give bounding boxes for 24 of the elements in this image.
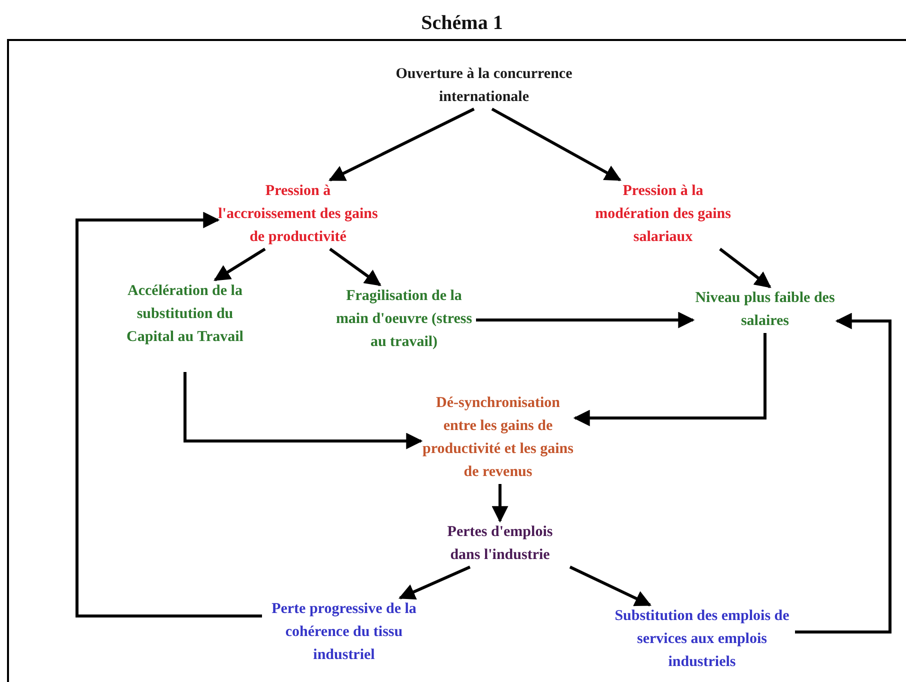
- arrow: [719, 248, 772, 288]
- flow-text: Ouverture à la concurrence internationale: [354, 63, 614, 109]
- flow-text: Niveau plus faible des salaires: [693, 287, 837, 333]
- arrow: [214, 248, 266, 282]
- flow-text: Perte progressive de la cohérence du tissu industriel: [262, 598, 426, 667]
- flow-text: Accélération de la substitution du Capital au Travail: [117, 280, 253, 372]
- flow-text: Substitution des emplois de services aux emplois industriels: [609, 605, 795, 674]
- arrow: [328, 108, 475, 182]
- arrow: [573, 333, 766, 426]
- flow-text: Pression à l'accroissement des gains de productivité: [218, 180, 378, 249]
- arrow: [398, 566, 471, 600]
- arrow: [329, 248, 382, 286]
- flow-text: Fragilisation de la main d'oeuvre (stress au travail): [332, 285, 476, 354]
- arrow: [492, 484, 508, 523]
- arrow: [491, 108, 622, 182]
- arrow: [76, 212, 262, 618]
- flow-text: Dé-synchronisation entre les gains de productivité et les gains de revenus: [421, 392, 575, 484]
- arrow: [184, 372, 423, 450]
- arrow: [476, 312, 695, 328]
- arrow: [569, 566, 652, 606]
- diagram-title: Schéma 1: [420, 12, 504, 35]
- flow-text: Pertes d'emplois dans l'industrie: [434, 521, 566, 567]
- arrow: [795, 312, 892, 634]
- flow-text: Pression à la modération des gains salariaux: [584, 180, 742, 249]
